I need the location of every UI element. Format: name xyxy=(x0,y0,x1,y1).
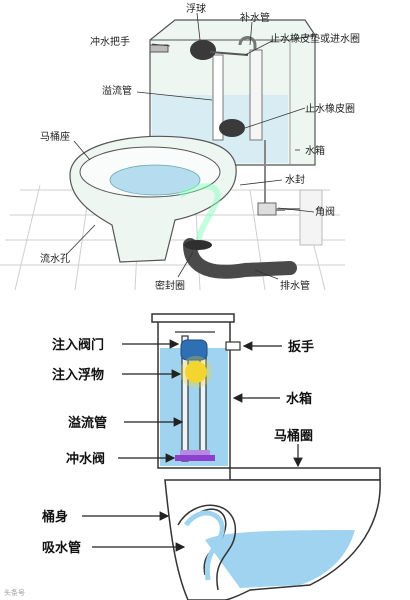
bowl-illustration xyxy=(69,135,237,263)
label-overflow-pipe-bottom: 溢流管 xyxy=(68,415,107,431)
top-diagram-svg: 浮球 补水管 冲水把手 止水橡皮垫或进水圈 溢流管 止水橡皮圈 马桶座 水箱 水… xyxy=(0,2,360,292)
bottom-diagram: 注入阀门 注入浮物 溢流管 冲水阀 桶身 吸水管 扳手 水箱 马桶圈 头条号 xyxy=(0,300,410,600)
refill-tube-shape xyxy=(238,36,257,140)
top-leader-lines xyxy=(65,12,315,280)
top-diagram: 浮球 补水管 冲水把手 止水橡皮垫或进水圈 溢流管 止水橡皮圈 马桶座 水箱 水… xyxy=(0,2,360,292)
handle-shape xyxy=(225,341,241,351)
watermark: 头条号 xyxy=(4,588,25,597)
label-siphon-pipe: 吸水管 xyxy=(42,540,81,556)
label-drain-hole: 流水孔 xyxy=(40,252,70,265)
flush-valve-shape xyxy=(175,450,215,461)
label-seal-ring: 密封圈 xyxy=(155,279,185,292)
tank-cross-section xyxy=(151,313,235,469)
label-bowl-body: 桶身 xyxy=(41,509,68,525)
fill-valve-shape xyxy=(180,339,208,361)
label-seat-ring: 马桶圈 xyxy=(274,428,313,444)
seat-ring-shape xyxy=(229,467,381,481)
label-flush-valve: 冲水阀 xyxy=(66,451,105,467)
bowl-cross-section xyxy=(164,479,381,600)
label-tank: 水箱 xyxy=(305,144,325,157)
label-angle-valve: 角阀 xyxy=(315,205,335,218)
label-refill-tube: 补水管 xyxy=(240,11,270,24)
bottom-diagram-svg: 注入阀门 注入浮物 溢流管 冲水阀 桶身 吸水管 扳手 水箱 马桶圈 头条号 xyxy=(4,313,381,600)
label-flush-handle: 冲水把手 xyxy=(90,35,130,48)
label-flapper: 止水橡皮圈 xyxy=(305,102,355,115)
label-float-ball: 浮球 xyxy=(186,2,206,15)
bottom-leader-arrows xyxy=(82,339,303,552)
label-toilet-seat: 马桶座 xyxy=(40,130,70,143)
flapper-shape xyxy=(219,119,245,137)
float-ball-shape xyxy=(190,40,216,60)
label-inlet-gasket: 止水橡皮垫或进水圈 xyxy=(270,32,360,45)
seal-ring-shape xyxy=(184,240,212,250)
angle-valve-shape xyxy=(257,189,323,246)
label-tank-bottom: 水箱 xyxy=(286,391,312,407)
label-overflow-pipe: 溢流管 xyxy=(102,84,132,97)
flush-handle-shape xyxy=(149,44,169,53)
drain-pipe-shape xyxy=(183,238,297,279)
label-fill-float: 注入浮物 xyxy=(52,367,104,383)
label-handle: 扳手 xyxy=(288,339,314,355)
label-drain-pipe: 排水管 xyxy=(280,279,310,292)
label-water-seal: 水封 xyxy=(285,173,305,186)
fill-float-shape xyxy=(185,361,207,383)
overflow-pipe-shape xyxy=(212,54,224,141)
label-fill-valve: 注入阀门 xyxy=(52,337,104,353)
